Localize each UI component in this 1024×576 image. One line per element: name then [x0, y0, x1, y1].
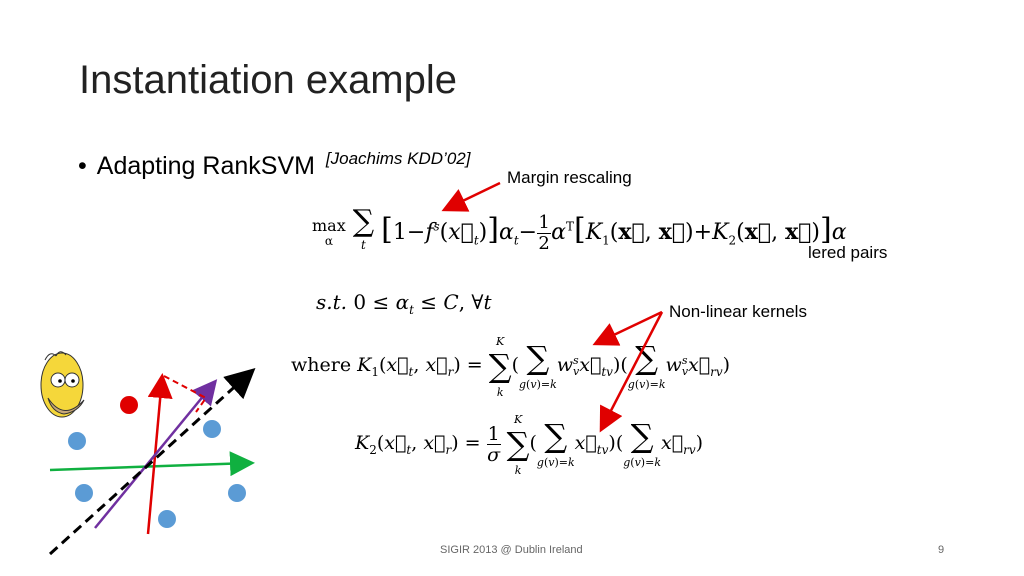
citation: [Joachims KDD’02]: [325, 149, 471, 168]
blue-point: [158, 510, 176, 528]
green-arrow: [49, 451, 255, 477]
slide-title: Instantiation example: [79, 58, 458, 102]
bullet-item: • Adapting RankSVM [Joachims KDD’02]: [78, 149, 471, 181]
blue-point: [75, 484, 93, 502]
homer-face-icon: [40, 351, 85, 418]
ordered-pairs-label: lered pairs: [808, 243, 888, 262]
margin-arrow: [441, 181, 501, 212]
bullet-text: Adapting RankSVM: [96, 152, 315, 180]
bullet-dot-icon: •: [78, 152, 87, 180]
blue-point: [68, 432, 86, 450]
footer-venue: SIGIR 2013 @ Dublin Ireland: [440, 544, 583, 556]
purple-arrow: [94, 379, 218, 529]
kernel-arrow-1: [592, 310, 663, 346]
constraint-formula: s.t. 0 ≤ αt ≤ C, ∀t: [316, 290, 492, 317]
blue-point: [203, 420, 221, 438]
non-linear-kernels-label: Non-linear kernels: [669, 302, 807, 321]
red-dashed-bracket: [163, 375, 208, 413]
blue-point: [228, 484, 246, 502]
page-number: 9: [938, 544, 945, 556]
kernel-arrow-2: [599, 311, 664, 433]
red-point: [120, 396, 138, 414]
black-dashed-arrow: [48, 367, 256, 556]
margin-rescaling-label: Margin rescaling: [507, 168, 632, 187]
